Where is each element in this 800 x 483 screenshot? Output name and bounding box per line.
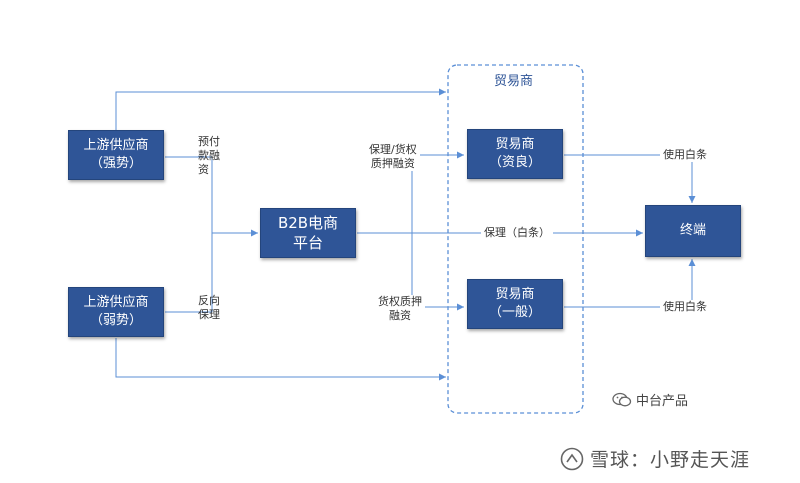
brand-text: 中台产品 bbox=[636, 394, 689, 409]
edge-strong-to-group-top bbox=[115, 88, 446, 130]
node-trader-normal[interactable]: 贸易商 （一般） bbox=[467, 279, 563, 329]
node-trader-good-label: 贸易商 （资良） bbox=[488, 137, 541, 170]
edge-weak-to-group-bottom bbox=[115, 338, 446, 381]
node-b2b-platform[interactable]: B2B电商 平台 bbox=[260, 208, 356, 258]
watermark-text: 雪球：小野走天涯 bbox=[590, 449, 751, 471]
trader-group-title: 贸易商 bbox=[494, 74, 534, 89]
brand-mark: 中台产品 bbox=[612, 390, 688, 409]
trader-group-border bbox=[447, 64, 584, 414]
node-terminal-label: 终端 bbox=[679, 223, 706, 238]
label-use-baitiao-bottom: 使用白条 bbox=[660, 300, 710, 314]
wechat-icon bbox=[612, 392, 632, 406]
label-cargo-pledge-financing: 货权质押 融资 bbox=[375, 295, 425, 323]
node-upstream-strong[interactable]: 上游供应商 （强势） bbox=[68, 130, 164, 180]
node-trader-normal-label: 贸易商 （一般） bbox=[488, 287, 541, 320]
watermark: 雪球：小野走天涯 bbox=[560, 445, 750, 472]
node-upstream-weak-label: 上游供应商 （弱势） bbox=[83, 295, 149, 328]
label-factoring-cargo-pledge: 保理/货权 质押融资 bbox=[366, 143, 420, 171]
node-b2b-platform-label: B2B电商 平台 bbox=[277, 214, 339, 252]
node-terminal[interactable]: 终端 bbox=[645, 205, 741, 257]
label-factoring-baitiao: 保理（白条） bbox=[481, 226, 553, 240]
label-prepay-financing: 预付 款融 资 bbox=[198, 135, 220, 176]
node-upstream-weak[interactable]: 上游供应商 （弱势） bbox=[68, 287, 164, 337]
label-reverse-factoring: 反向 保理 bbox=[198, 294, 220, 321]
node-trader-good[interactable]: 贸易商 （资良） bbox=[467, 129, 563, 179]
snowball-logo-icon bbox=[560, 447, 584, 470]
label-use-baitiao-top: 使用白条 bbox=[660, 148, 710, 162]
node-upstream-strong-label: 上游供应商 （强势） bbox=[83, 138, 149, 171]
